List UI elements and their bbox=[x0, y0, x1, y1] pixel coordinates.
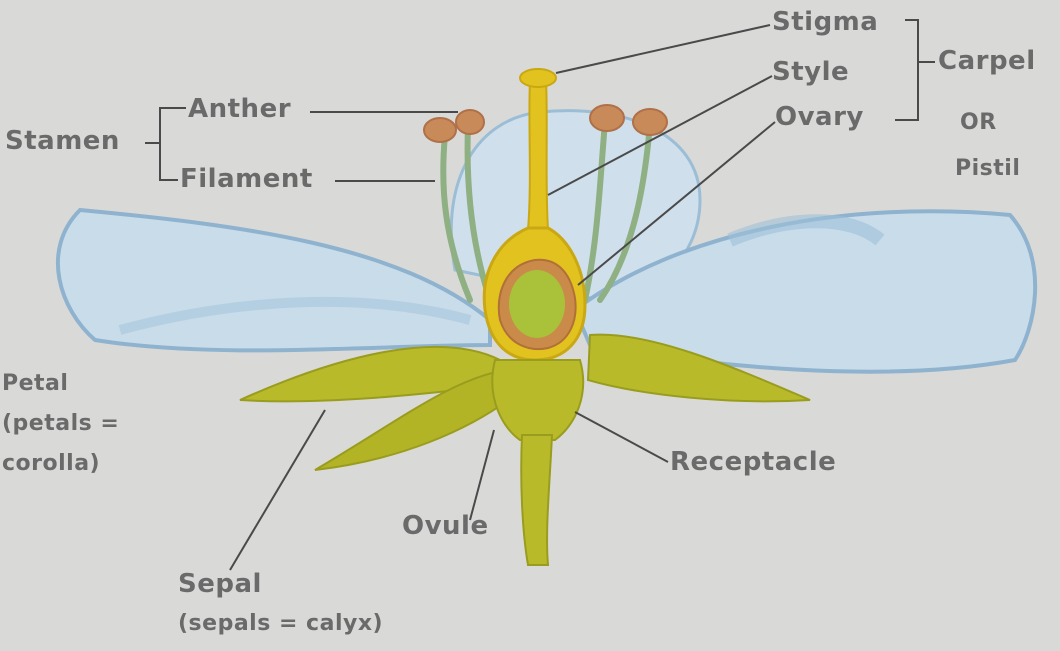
receptacle-shape bbox=[492, 360, 583, 440]
label-sepal-note: (sepals = calyx) bbox=[178, 612, 383, 636]
label-style: Style bbox=[772, 58, 849, 87]
label-anther: Anther bbox=[188, 95, 291, 124]
label-petal-note-2: corolla) bbox=[2, 452, 100, 476]
label-ovule: Ovule bbox=[402, 512, 489, 541]
label-ovary: Ovary bbox=[775, 103, 864, 132]
label-petal-note-1: (petals = bbox=[2, 412, 119, 436]
label-sepal: Sepal bbox=[178, 570, 262, 599]
ovule-shape bbox=[509, 270, 565, 338]
label-petal: Petal bbox=[2, 372, 68, 396]
pistil-style bbox=[528, 80, 548, 230]
label-receptacle: Receptacle bbox=[670, 448, 836, 477]
label-or: OR bbox=[960, 111, 997, 135]
stigma-shape bbox=[520, 69, 556, 87]
label-stigma: Stigma bbox=[772, 8, 878, 37]
label-stamen: Stamen bbox=[5, 127, 120, 156]
label-filament: Filament bbox=[180, 165, 313, 194]
label-pistil: Pistil bbox=[955, 157, 1020, 181]
stem bbox=[521, 435, 552, 565]
label-carpel: Carpel bbox=[938, 47, 1036, 76]
